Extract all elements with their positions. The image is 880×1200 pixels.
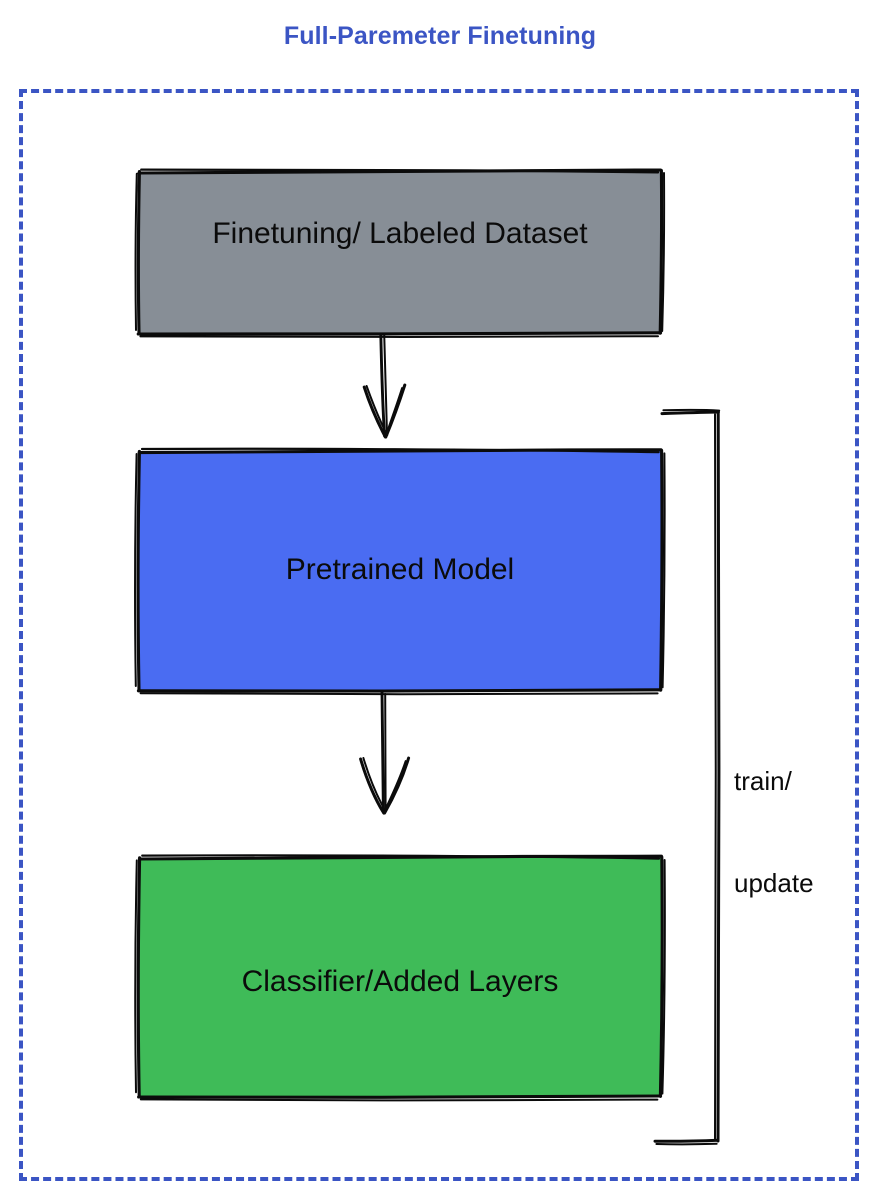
- loop-label-line-2: update: [734, 868, 814, 898]
- loop-label-train-update: train/ update: [734, 696, 854, 968]
- node-classifier-added-layers[interactable]: Classifier/Added Layers: [134, 854, 666, 1102]
- diagram-title: Full-Paremeter Finetuning: [283, 22, 597, 50]
- node-finetuning-labeled-dataset[interactable]: Finetuning/ Labeled Dataset: [134, 168, 666, 338]
- node-shape-pretrained: [134, 447, 666, 696]
- node-pretrained-model[interactable]: Pretrained Model: [134, 447, 666, 696]
- node-shape-classifier: [134, 854, 666, 1102]
- loop-label-line-1: train/: [734, 766, 792, 796]
- diagram-dashed-frame: [19, 89, 859, 1181]
- node-shape-dataset: [134, 168, 666, 338]
